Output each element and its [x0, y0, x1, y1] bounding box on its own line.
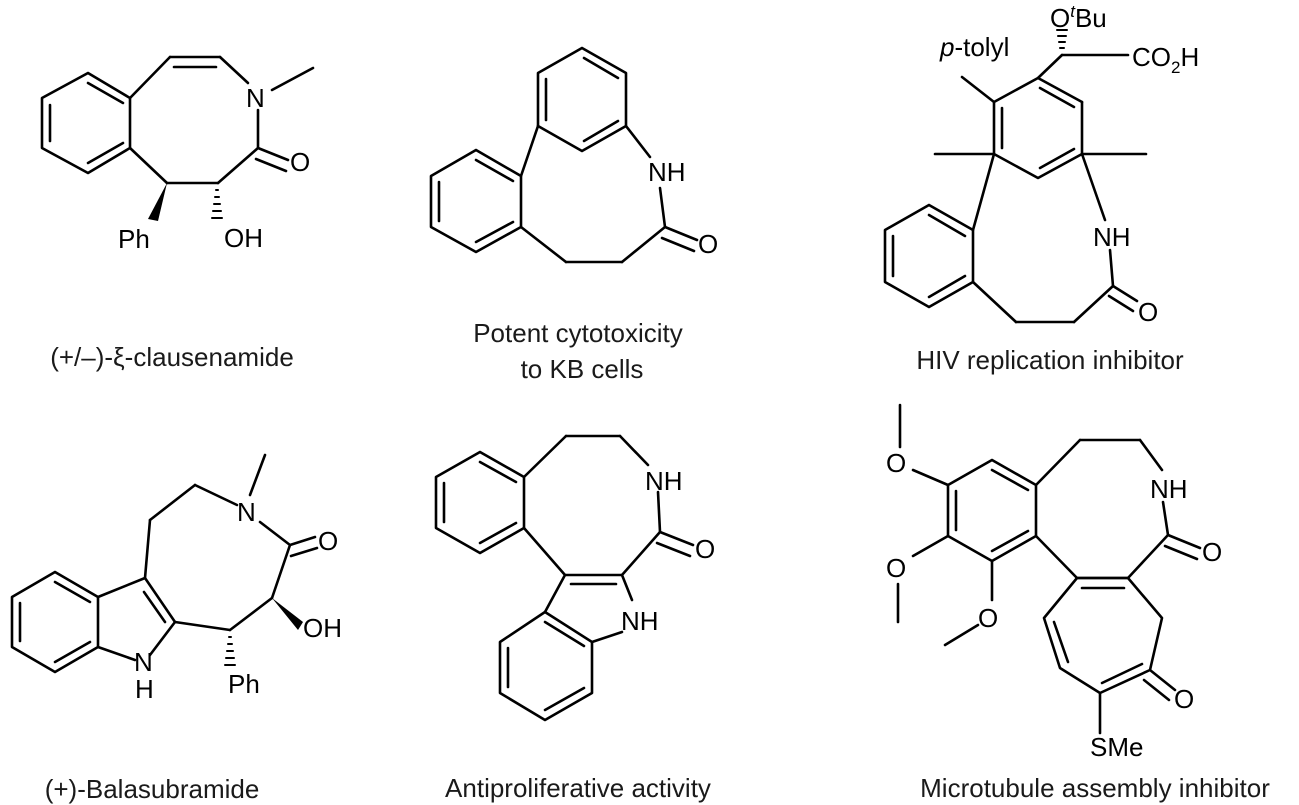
atom-co2h: CO2H	[1132, 42, 1199, 77]
atom-o3: O	[978, 603, 998, 633]
structure-clausenamide: N O Ph OH	[40, 55, 315, 254]
atom-nh: NH	[1150, 474, 1188, 504]
benzene-ring	[40, 71, 132, 175]
benzene-ring-left	[429, 124, 540, 254]
atom-o: O	[1138, 297, 1158, 327]
atom-otbu: OtBu	[1050, 2, 1107, 33]
atom-sme: SMe	[1090, 732, 1143, 762]
structure-antiproliferative: NH O NH	[434, 434, 715, 722]
structure-cytotoxic-lactam: NH O	[429, 46, 718, 264]
caption-hiv-inhibitor: HIV replication inhibitor	[916, 345, 1184, 375]
atom-n: N	[237, 497, 256, 527]
atom-nh-h: H	[135, 674, 154, 704]
atom-oh: OH	[303, 613, 342, 643]
benzene-ring-top	[434, 450, 526, 555]
atom-ph: Ph	[228, 669, 260, 699]
benzene-ring-bottom	[883, 203, 975, 309]
atom-ph: Ph	[118, 224, 150, 254]
structure-microtubule-inhibitor: O O O NH O O SMe	[886, 403, 1222, 762]
caption-microtubule-inhibitor: Microtubule assembly inhibitor	[920, 773, 1270, 803]
benzene-ring-bottom	[498, 610, 594, 722]
caption-cytotoxic-line2: to KB cells	[521, 354, 644, 384]
atom-o: O	[695, 534, 715, 564]
atom-n: N	[246, 83, 265, 113]
benzene-ring	[946, 458, 1038, 563]
caption-balasubramide: (+)-Balasubramide	[45, 774, 260, 804]
atom-o-ketone: O	[1174, 684, 1194, 714]
structure-balasubramide: N O OH N H Ph	[10, 453, 342, 704]
atom-o: O	[698, 229, 718, 259]
benzene-ring-top	[536, 46, 628, 153]
atom-nh: NH	[1093, 222, 1131, 252]
caption-antiproliferative: Antiproliferative activity	[445, 773, 711, 803]
atom-oh: OH	[224, 223, 263, 253]
atom-o2: O	[886, 553, 906, 583]
atom-o1: O	[886, 448, 906, 478]
caption-clausenamide: (+/–)-ξ-clausenamide	[50, 342, 294, 372]
atom-nh-n: N	[134, 647, 153, 677]
atom-o-amide: O	[1202, 537, 1222, 567]
atom-nh-top: NH	[645, 466, 683, 496]
benzene-ring-top	[992, 76, 1084, 180]
atom-o: O	[290, 147, 310, 177]
caption-cytotoxic-line1: Potent cytotoxicity	[473, 318, 683, 348]
atom-ptolyl: p-tolyl	[939, 32, 1009, 62]
atom-nh-bottom: NH	[621, 606, 659, 636]
benzene-ring	[10, 570, 100, 674]
atom-nh: NH	[648, 157, 686, 187]
tropolone-ring	[1042, 576, 1164, 695]
structure-hiv-inhibitor: p-tolyl OtBu CO2H NH O	[883, 2, 1199, 327]
atom-o: O	[318, 526, 338, 556]
